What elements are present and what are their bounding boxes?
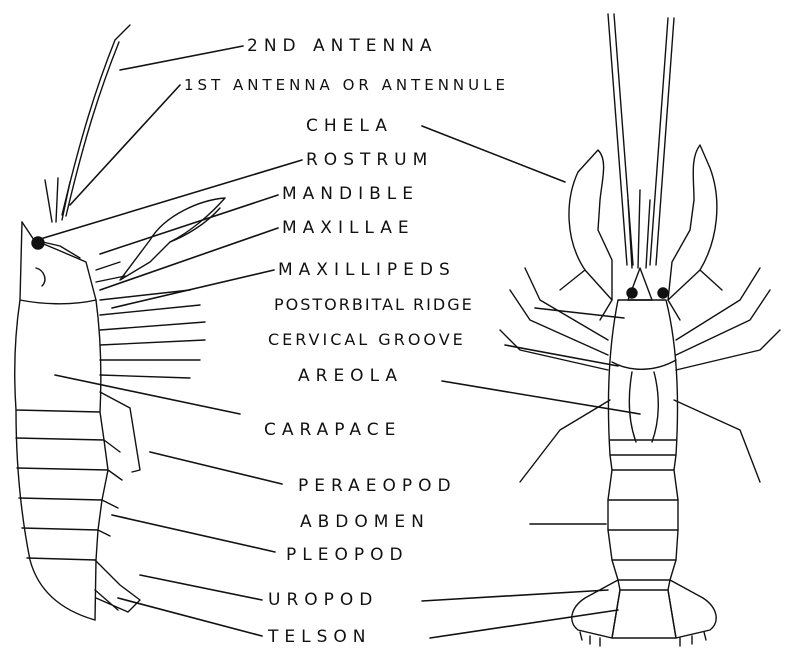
dorsal-left-eye [627,288,637,298]
lateral-second-antenna [62,25,130,215]
label-abdomen: ABDOMEN [300,512,430,532]
lateral-pleopods [98,440,122,536]
dorsal-uropods [572,580,716,638]
label-second-antenna: 2ND ANTENNA [247,36,438,56]
label-postorbital-ridge: POSTORBITAL RIDGE [274,295,474,315]
label-maxillipeds: MAXILLIPEDS [278,260,456,280]
label-mandible: MANDIBLE [282,184,419,204]
label-telson: TELSON [268,627,372,647]
label-chela: CHELA [306,116,393,136]
dorsal-right-chela [668,145,717,300]
label-first-antenna: 1ST ANTENNA OR ANTENNULE [184,75,509,95]
dorsal-areola [629,372,658,442]
lateral-carapace [15,222,101,412]
lateral-view-crayfish [15,25,225,620]
lateral-legs [100,290,205,378]
dorsal-cervical-groove [612,360,676,369]
label-uropod: UROPOD [268,590,378,610]
lateral-abdomen [16,410,95,620]
dorsal-right-legs [674,268,780,482]
label-pleopod: PLEOPOD [286,545,409,565]
dorsal-carapace [608,300,677,455]
lateral-rostrum [22,222,80,258]
dorsal-antennae [608,14,674,265]
dorsal-abdomen [608,455,678,580]
label-areola: AREOLA [298,366,403,386]
label-cervical-groove: CERVICAL GROOVE [268,330,466,350]
dorsal-right-eye [658,288,668,298]
label-rostrum: ROSTRUM [306,150,433,170]
lateral-uropod-telson [95,560,140,612]
label-carapace: CARAPACE [264,420,401,440]
dorsal-view-crayfish [500,14,780,646]
label-maxillae: MAXILLAE [282,218,415,238]
label-peraeopod: PERAEOPOD [298,476,457,496]
dorsal-left-legs [500,268,610,482]
dorsal-telson [612,590,676,638]
